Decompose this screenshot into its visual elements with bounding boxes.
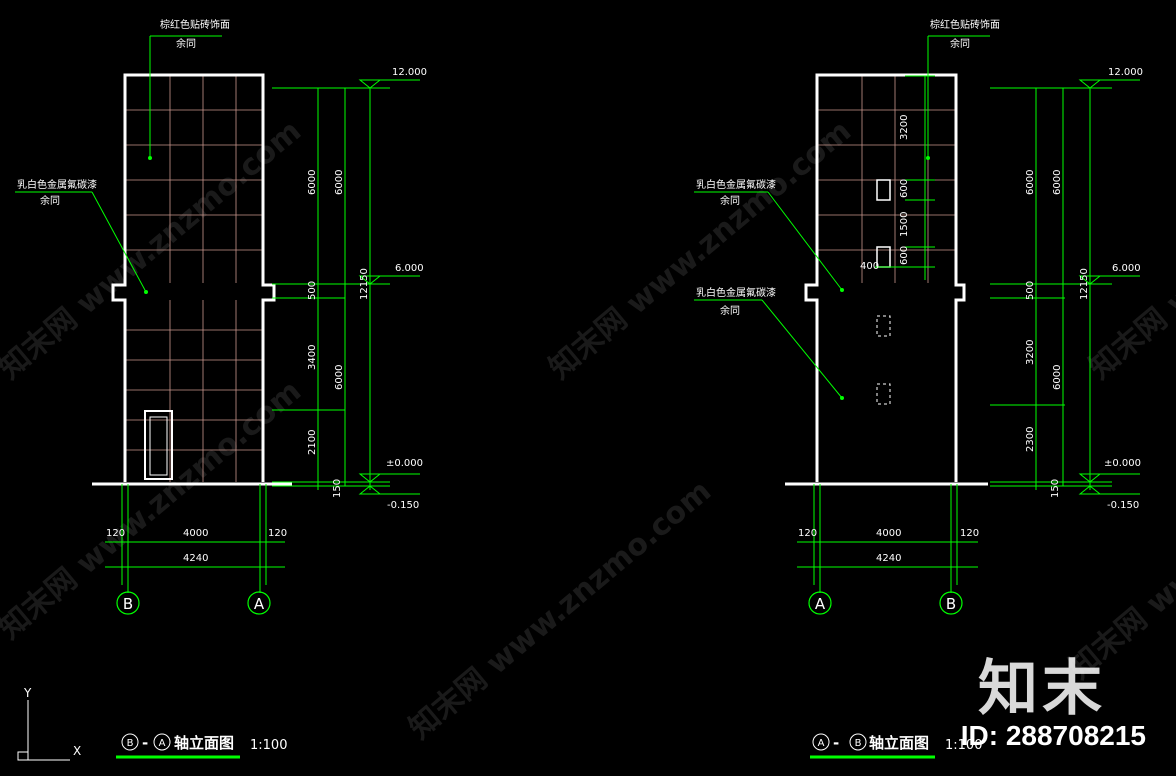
left-material-top-label: 棕红色贴砖饰面 [160,18,230,31]
left-dim-bottom-mid: 4000 [183,528,208,539]
right-scale: 1:100 [945,738,982,753]
left-dim-bottom-left: 120 [106,528,125,539]
left-title-axis-2: A [159,738,166,749]
watermark-logo: 知末 [978,654,1106,724]
left-level-zero: ±0.000 [386,458,423,469]
left-material-top-sub: 余同 [176,37,196,50]
right-window-upper [876,179,891,201]
left-wall-outline [111,73,276,482]
right-window-dimension-lines [875,75,935,280]
left-dim-inner-4: 2100 [307,430,318,455]
right-dim-offset: 400 [860,261,879,272]
ucs-icon [17,700,70,761]
right-dim-bottom-right: 120 [960,528,979,539]
left-dim-inner-3: 3400 [307,345,318,370]
left-door-panel [149,416,168,476]
right-window-hidden-2 [876,383,891,405]
right-dim-inner-5: 150 [1050,479,1061,498]
ucs-y-label: Y [23,686,32,700]
left-dim-inner-2: 500 [307,281,318,300]
right-material-mid-label: 乳白色金属氟碳漆 [696,178,776,191]
watermark-text-6: 知末网 www.znzmo.com [1083,114,1176,387]
right-material-top-label: 棕红色贴砖饰面 [930,18,1000,31]
right-level-zero: ±0.000 [1104,458,1141,469]
right-title: 轴立面图 [869,734,929,752]
left-material-mid-sub: 余同 [40,194,60,207]
right-dim-inner-1: 6000 [1052,170,1063,195]
right-leaders [694,35,990,400]
right-level-top: 12.000 [1108,67,1143,78]
left-dim-inner-5: 150 [332,479,343,498]
right-dim-window-4: 600 [899,246,910,265]
left-dim-outer-1: 6000 [307,170,318,195]
right-dim-bottom-left: 120 [798,528,817,539]
right-dimension-lines [797,79,1140,593]
left-axis-bubble-right [247,591,271,615]
right-title-axis-1: A [818,738,825,749]
right-axis-bubble-right [939,591,963,615]
left-scale: 1:100 [250,738,287,753]
right-dim-inner-3: 3200 [1025,340,1036,365]
left-dim-outer-2: 6000 [334,365,345,390]
left-axis-bubble-left [116,591,140,615]
right-dim-inner-2: 500 [1025,281,1036,300]
left-title-dash: - [142,734,148,752]
left-level-ground: -0.150 [387,500,419,511]
right-elevation: 3200 600 1500 600 400 棕红色贴砖饰面 余同 乳白色金属氟碳… [694,18,1143,759]
right-window-hidden-1 [876,315,891,337]
right-axis-label-left: A [815,595,826,613]
right-axis-label-right: B [946,595,956,613]
watermark-text-2: 知末网 www.znzmo.com [543,114,858,387]
right-material-mid-sub: 余同 [720,194,740,207]
left-dim-bottom-right: 120 [268,528,287,539]
right-dim-total: 12150 [1079,268,1090,300]
left-title-axis-bubble-2 [153,733,171,751]
right-level-ground: -0.150 [1107,500,1139,511]
watermark-id-label: ID: 288708215 [960,720,1146,751]
left-level-top: 12.000 [392,67,427,78]
right-dim-inner-4: 2300 [1025,427,1036,452]
right-dim-outer-1: 6000 [1025,170,1036,195]
right-wall-outline [804,73,966,482]
left-dim-inner-1: 6000 [334,170,345,195]
right-title-axis-bubble-2 [849,733,867,751]
right-material-top-sub: 余同 [950,37,970,50]
left-title-axis-bubble-1 [121,733,139,751]
right-dim-window-2: 600 [899,179,910,198]
right-dim-bottom-total: 4240 [876,553,901,564]
watermark-text-4: 知末网 www.znzmo.com [403,474,718,747]
left-elevation: 棕红色贴砖饰面 余同 乳白色金属氟碳漆 余同 [15,18,427,759]
left-door [144,410,173,480]
left-level-mid: 6.000 [395,263,424,274]
right-dim-window-1: 3200 [899,115,910,140]
right-dim-bottom-mid: 4000 [876,528,901,539]
left-tile-grid-upper [125,76,263,283]
left-axis-label-right: A [254,595,265,613]
right-axis-bubble-left [808,591,832,615]
right-title-dash: - [833,734,839,752]
right-title-axis-2: B [855,738,862,749]
right-material-low-sub: 余同 [720,304,740,317]
right-dim-outer-2: 6000 [1052,365,1063,390]
left-dim-total: 12150 [359,268,370,300]
right-title-axis-bubble-1 [812,733,830,751]
left-dimension-lines [105,79,420,593]
left-axis-label-left: B [123,595,133,613]
ucs-x-label: X [73,744,81,758]
left-dim-bottom-total: 4240 [183,553,208,564]
left-title-axis-1: B [127,738,134,749]
left-tile-grid-lower [125,300,263,482]
left-leaders [15,35,222,294]
right-level-mid: 6.000 [1112,263,1141,274]
left-material-mid-label: 乳白色金属氟碳漆 [17,178,97,191]
right-dim-window-3: 1500 [899,212,910,237]
right-material-low-label: 乳白色金属氟碳漆 [696,286,776,299]
left-title: 轴立面图 [174,734,234,752]
